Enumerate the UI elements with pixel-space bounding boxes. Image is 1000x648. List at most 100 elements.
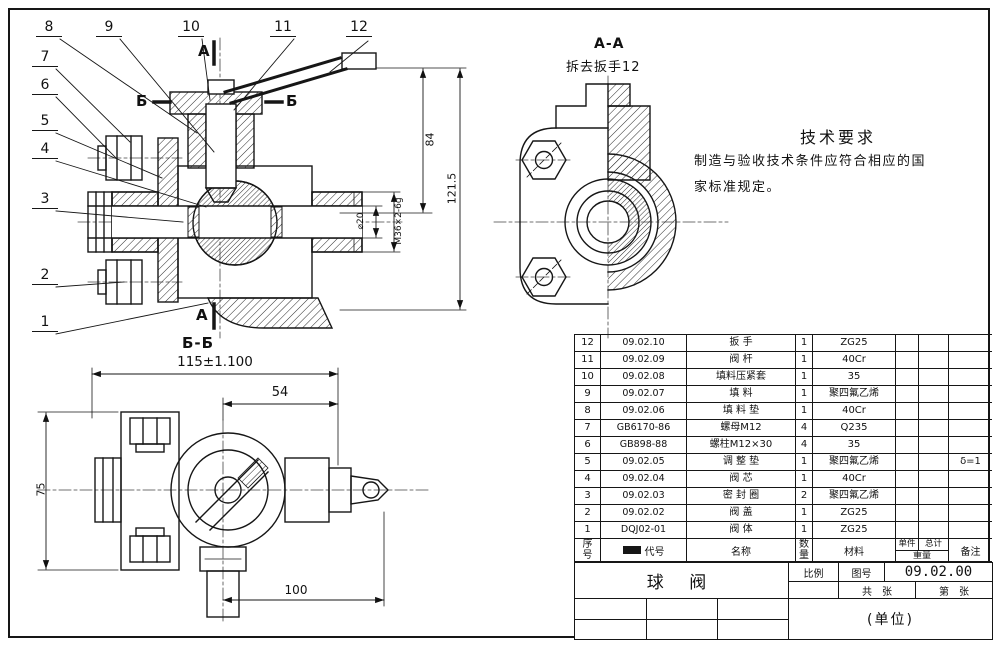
bom-no: 5	[575, 454, 601, 471]
bom-total-weight	[919, 454, 949, 471]
bom-header-total-weight: 总计	[924, 539, 942, 549]
bom-code: 09.02.09	[601, 352, 687, 369]
bom-no: 9	[575, 386, 601, 403]
bom-header-remark: 备注	[949, 539, 992, 562]
bom-name: 扳 手	[687, 335, 796, 352]
section-mark-b-right: Б	[286, 92, 298, 110]
callout-12: 12	[346, 20, 372, 37]
drawing-title: 球 阀	[574, 562, 789, 599]
front-view	[55, 37, 467, 339]
sheet-total: 共 张	[838, 581, 916, 599]
bom-remark	[949, 335, 992, 352]
callout-9: 9	[96, 20, 122, 37]
aa-title: A-A	[594, 36, 625, 52]
bom-name: 填 料 垫	[687, 403, 796, 420]
bom-total-weight	[919, 352, 949, 369]
tech-requirements-line2: 家标准规定。	[694, 180, 782, 195]
signature-cell	[717, 619, 789, 640]
section-mark-a-top: A	[198, 42, 210, 60]
section-mark-b-left: Б	[136, 92, 148, 110]
bom-header-weight: 单件 总计 重量	[896, 539, 949, 562]
bom-material: 35	[813, 437, 896, 454]
bom-name: 填料压紧套	[687, 369, 796, 386]
bom-no: 3	[575, 488, 601, 505]
bom-qty: 1	[796, 454, 813, 471]
callout-3: 3	[32, 192, 58, 209]
bom-remark	[949, 403, 992, 420]
signature-cell	[574, 619, 647, 640]
tech-requirements-title: 技术要求	[800, 128, 877, 147]
bom-material: 聚四氟乙烯	[813, 488, 896, 505]
bom-qty: 1	[796, 505, 813, 522]
drawing-number: 09.02.00	[884, 562, 993, 582]
bom-qty: 1	[796, 369, 813, 386]
scale-label: 比例	[788, 562, 839, 582]
bom-name: 密 封 圈	[687, 488, 796, 505]
bom-unit-weight	[896, 386, 919, 403]
bom-total-weight	[919, 471, 949, 488]
bom-no: 2	[575, 505, 601, 522]
dim-stem-height: 84	[423, 132, 437, 147]
bom-unit-weight	[896, 471, 919, 488]
bom-unit-weight	[896, 454, 919, 471]
bom-header-weight-label: 重量	[912, 551, 931, 561]
bom-name: 调 整 垫	[687, 454, 796, 471]
bom-unit-weight	[896, 488, 919, 505]
bom-material: Q235	[813, 420, 896, 437]
dim-depth: 100	[284, 583, 308, 597]
bom-unit-weight	[896, 335, 919, 352]
bb-view	[37, 367, 431, 625]
stamp-mark	[622, 546, 641, 554]
bom-name: 螺母M12	[687, 420, 796, 437]
signature-cell	[646, 598, 718, 620]
dim-stem-offset: 54	[271, 385, 289, 400]
bom-unit-weight	[896, 369, 919, 386]
bom-remark	[949, 386, 992, 403]
bom-total-weight	[919, 403, 949, 420]
callout-7: 7	[32, 50, 58, 67]
callout-4: 4	[32, 142, 58, 159]
dim-thread: M36×2-6g	[394, 197, 404, 245]
bom-total-weight	[919, 437, 949, 454]
bom-no: 12	[575, 335, 601, 352]
dim-overall-width: 115±1.100	[177, 354, 253, 370]
bom-name: 阀 杆	[687, 352, 796, 369]
bom-no: 1	[575, 522, 601, 539]
bom-material: 40Cr	[813, 471, 896, 488]
bom-no: 10	[575, 369, 601, 386]
bom-qty: 4	[796, 437, 813, 454]
bom-header-code-label: 代号	[644, 546, 665, 558]
bom-unit-weight	[896, 522, 919, 539]
bom-material: ZG25	[813, 335, 896, 352]
bom-code: 09.02.03	[601, 488, 687, 505]
bom-code: 09.02.07	[601, 386, 687, 403]
bom-total-weight	[919, 420, 949, 437]
bom-remark: δ=1	[949, 454, 992, 471]
bom-header-unit-weight: 单件	[896, 539, 919, 550]
bom-header-row: 序号 代号 名称 数量 材料 单件 总计 重量 备注	[574, 538, 992, 562]
callout-6: 6	[32, 78, 58, 95]
callout-5: 5	[32, 114, 58, 131]
bom-header-qty: 数量	[796, 539, 813, 562]
dim-bore: ⌀20	[356, 212, 366, 230]
bom-total-weight	[919, 488, 949, 505]
bom-code: 09.02.06	[601, 403, 687, 420]
bom-unit-weight	[896, 505, 919, 522]
bom-code: 09.02.04	[601, 471, 687, 488]
bom-remark	[949, 369, 992, 386]
bom-qty: 1	[796, 352, 813, 369]
dim-overall-height: 121.5	[445, 172, 459, 205]
bom-header-no: 序号	[575, 539, 601, 562]
bom-header-code: 代号	[601, 539, 687, 562]
aa-view	[493, 75, 729, 339]
bom-code: 09.02.02	[601, 505, 687, 522]
tech-requirements-line1: 制造与验收技术条件应符合相应的国	[694, 154, 927, 169]
